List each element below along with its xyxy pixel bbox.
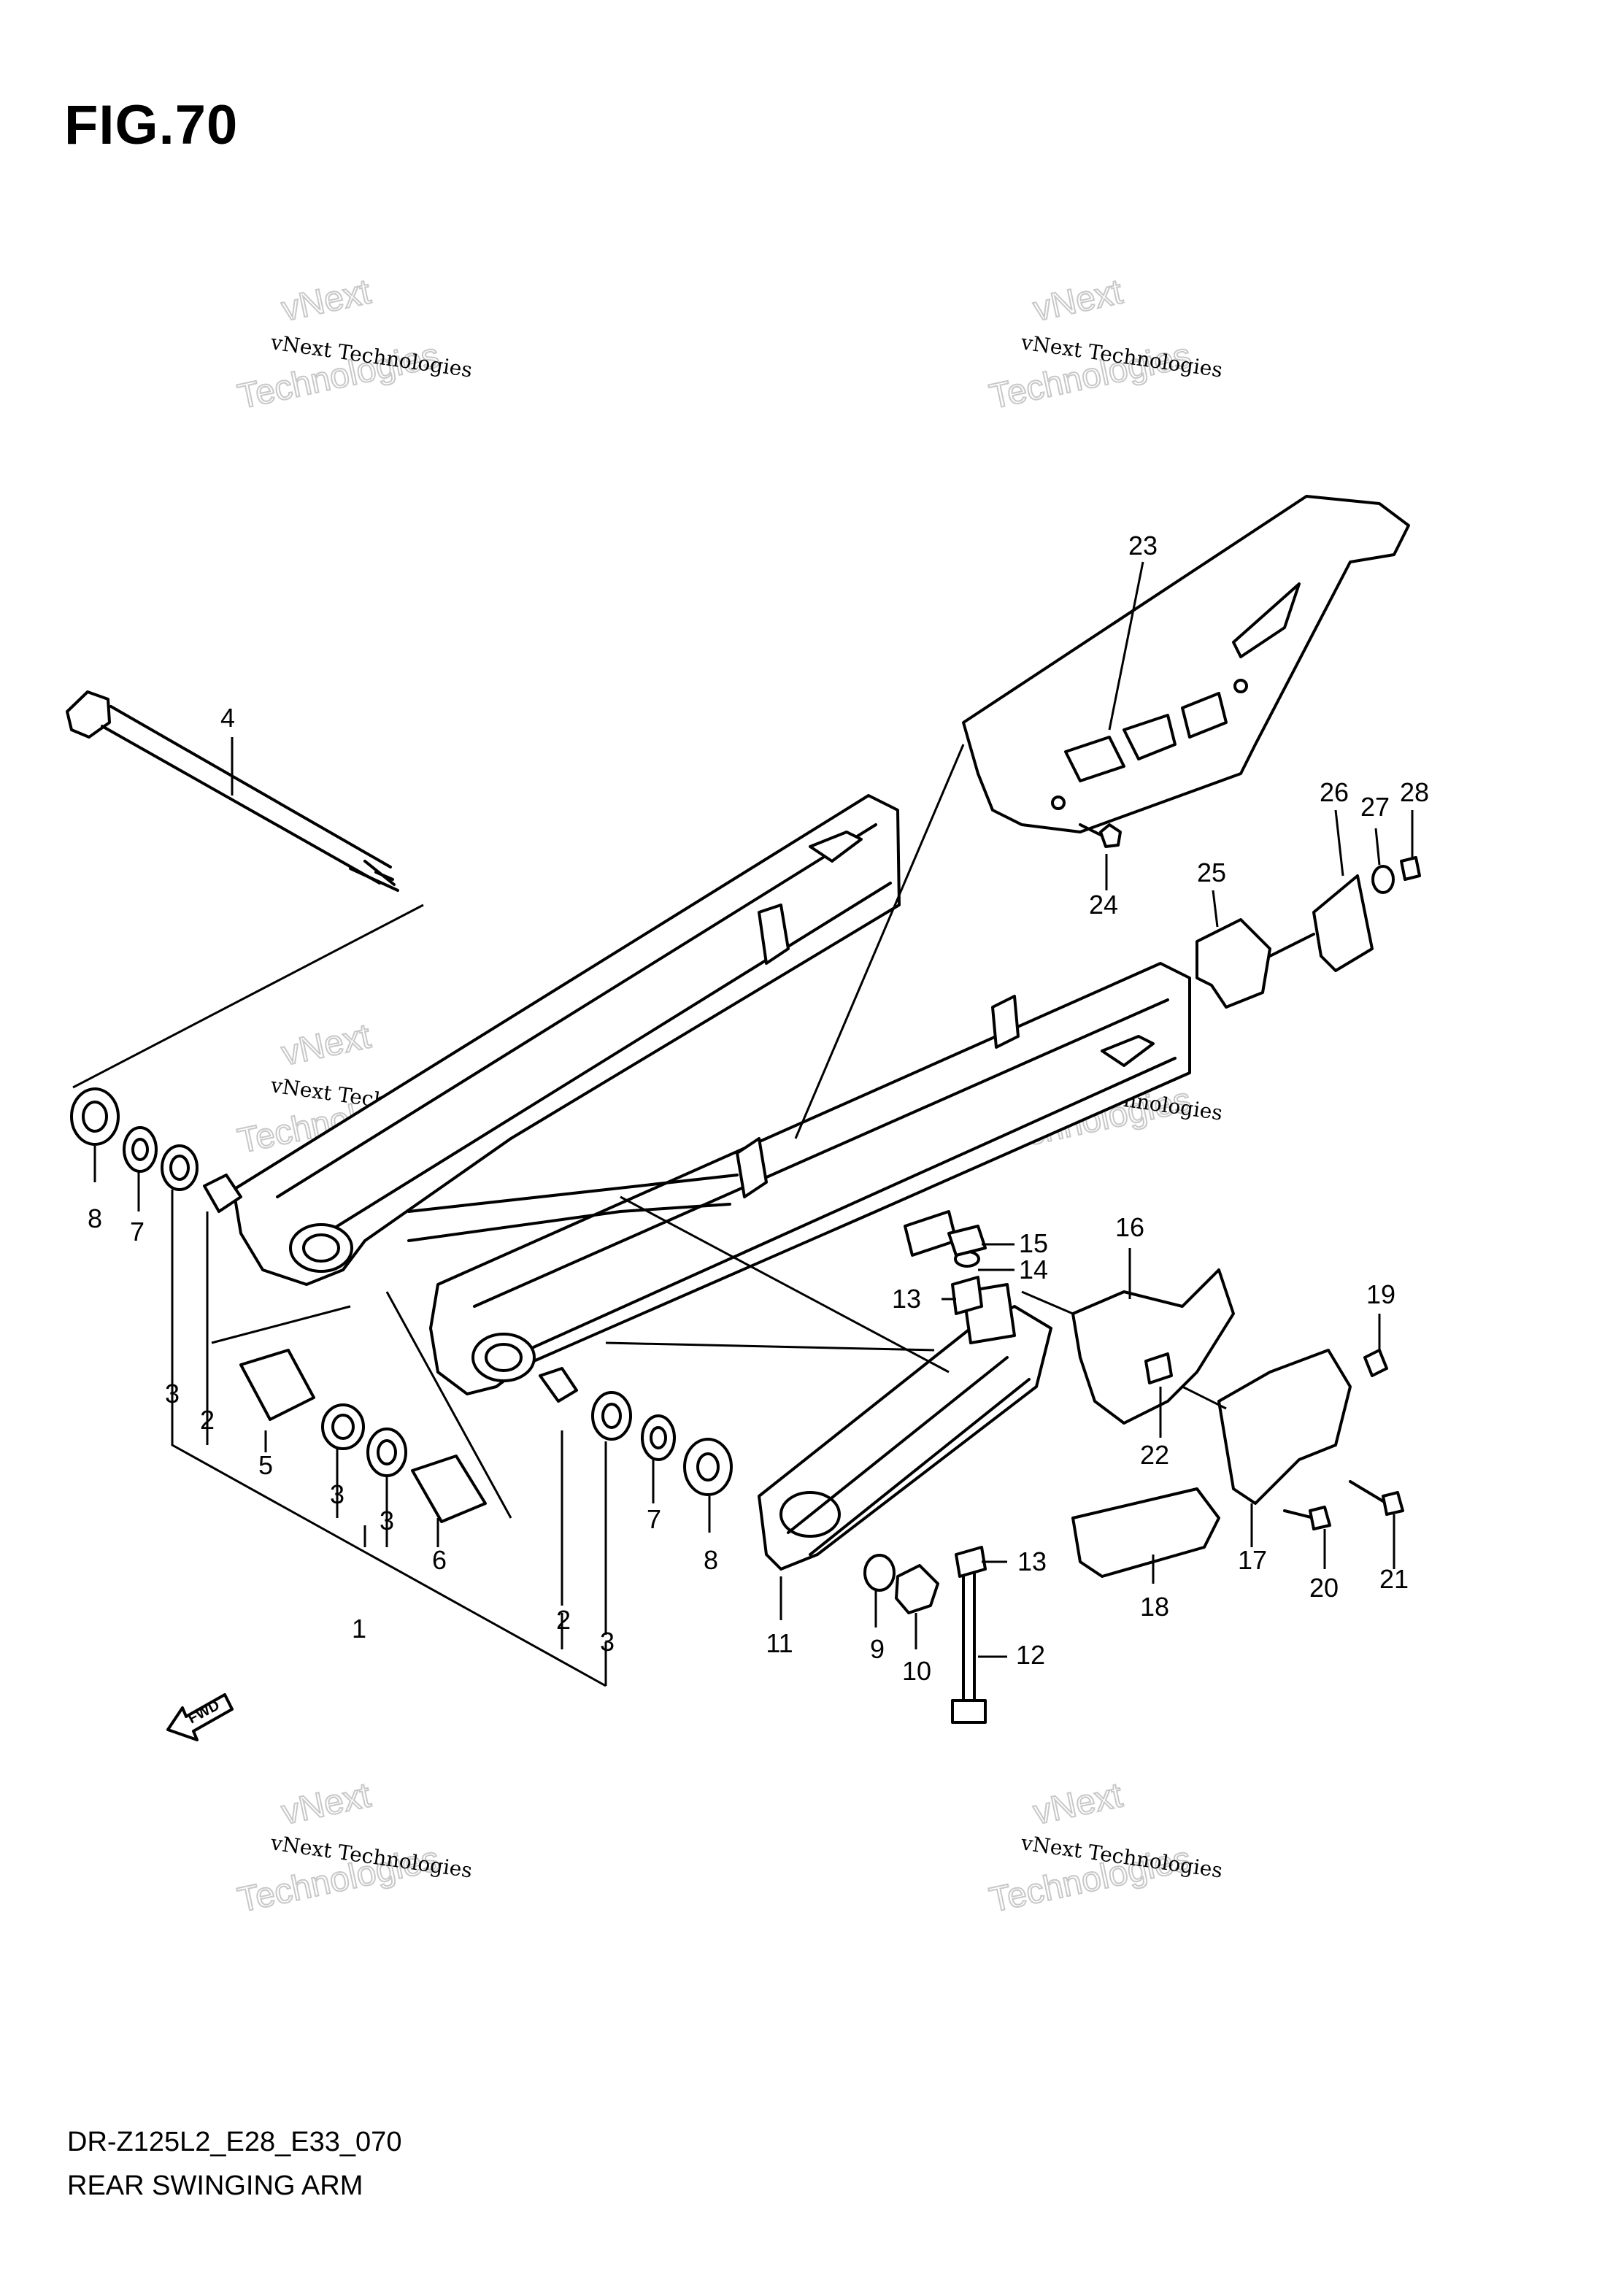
swing-arm-part-1 [232,794,1191,1395]
callout-3: 3 [165,1379,180,1409]
callout-1-bracket [171,1350,607,1687]
bolt-part-24 [1079,823,1122,848]
watermark-text: vNext [278,1776,374,1832]
watermark-text: vNext [1030,272,1125,328]
callout-labels: 1 2 2 3 3 3 3 4 5 6 7 7 8 8 9 10 11 12 1… [88,531,1429,1686]
callout-21: 21 [1379,1564,1409,1594]
callout-7: 7 [130,1217,145,1247]
assembly-lines [72,744,1227,1519]
callout-15: 15 [1019,1228,1048,1258]
callout-27: 27 [1360,792,1390,822]
callout-25: 25 [1197,858,1226,887]
callout-14: 14 [1019,1255,1048,1284]
pivot-shaft-part-4 [66,690,399,892]
callout-19: 19 [1366,1279,1395,1309]
callout-22: 22 [1140,1440,1169,1470]
callout-13: 13 [892,1284,921,1314]
watermark-bottom-right: vNext Technologies vNext Technologies [985,1775,1224,1920]
callout-11: 11 [766,1628,793,1658]
chain-slider-part-11 [758,1283,1052,1571]
diagram-name: REAR SWINGING ARM [67,2170,363,2201]
callout-8: 8 [704,1545,718,1575]
callout-13: 13 [1017,1546,1047,1576]
callout-5: 5 [258,1450,273,1480]
callout-20: 20 [1309,1573,1339,1603]
callout-leaders [93,561,1414,1658]
callout-6: 6 [432,1545,447,1575]
callout-3: 3 [330,1479,344,1509]
callout-9: 9 [870,1634,885,1664]
watermark-bottom-left: vNext Technologies vNext Technologies [234,1775,474,1920]
watermark-text: vNext [278,1017,374,1073]
chain-adjuster-parts-25-28 [1195,856,1421,1009]
callout-24: 24 [1089,890,1118,920]
watermark-text: vNext [1030,1776,1125,1832]
callout-23: 23 [1128,531,1158,560]
chain-guide-parts-16-22 [1071,1268,1404,1578]
callout-1: 1 [352,1614,366,1644]
callout-2: 2 [200,1405,215,1435]
fwd-arrow-icon: FWD [166,1693,234,1741]
callout-17: 17 [1238,1545,1267,1575]
watermark-top-right: vNext Technologies vNext Technologies [985,271,1224,417]
callout-12: 12 [1016,1640,1045,1670]
chain-guard-part-23 [962,495,1410,833]
callout-2: 2 [556,1605,571,1635]
callout-4: 4 [220,703,235,733]
watermark-top-left: vNext Technologies vNext Technologies [234,271,474,417]
callout-28: 28 [1400,777,1429,807]
callout-7: 7 [647,1504,661,1534]
slider-fasteners-parts-9-15 [863,1225,987,1724]
callout-26: 26 [1320,777,1349,807]
pivot-bearing-set-right [539,1367,733,1496]
watermark-text: vNext [278,272,374,328]
callout-8: 8 [88,1203,102,1233]
callout-3: 3 [600,1627,615,1657]
callout-16: 16 [1115,1212,1144,1242]
diagram-code: DR-Z125L2_E28_E33_070 [67,2127,402,2157]
figure-title: FIG.70 [64,94,239,156]
callout-18: 18 [1140,1592,1169,1622]
callout-3: 3 [380,1506,394,1536]
callout-10: 10 [902,1656,931,1686]
